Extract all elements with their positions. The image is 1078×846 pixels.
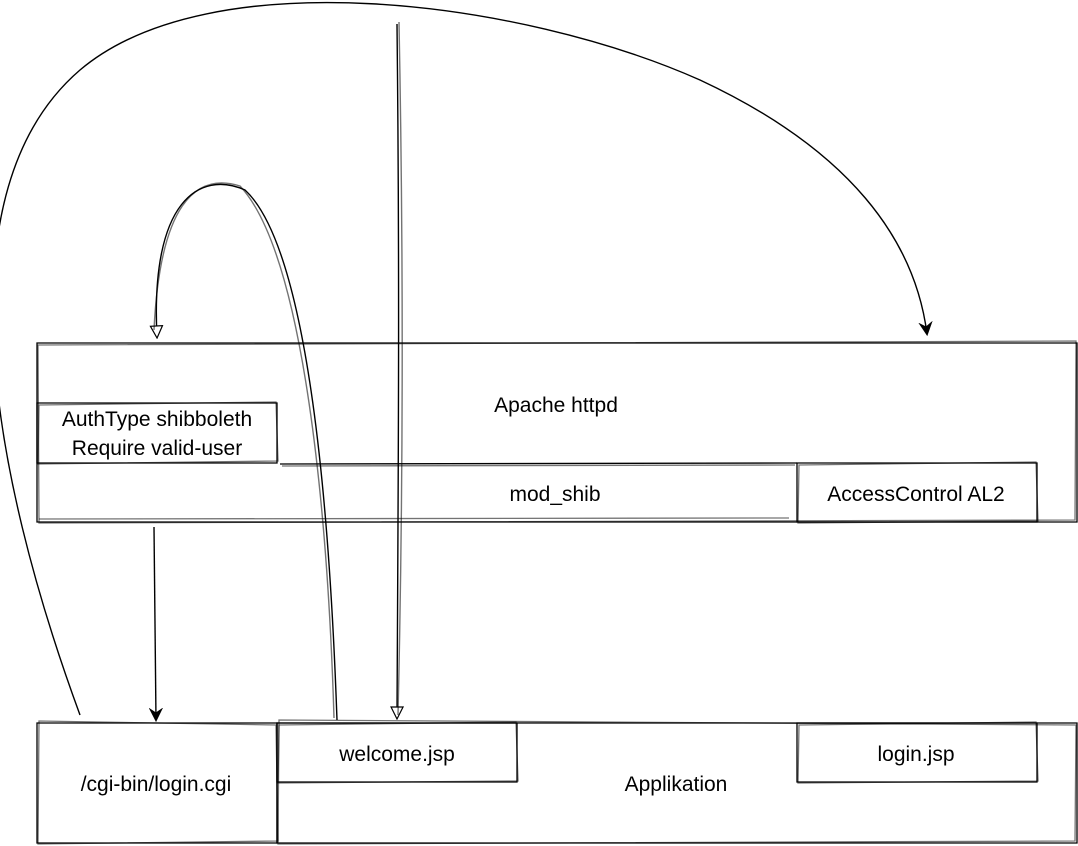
login-cgi-box: /cgi-bin/login.cgi	[36, 720, 279, 845]
access-control-label: AccessControl AL2	[827, 483, 1004, 506]
mod-shib-region: mod_shib	[38, 462, 798, 520]
applikation-label: Applikation	[625, 773, 728, 796]
apache-httpd-label: Apache httpd	[494, 394, 618, 417]
login-jsp-box: login.jsp	[796, 721, 1039, 784]
welcome-jsp-label: welcome.jsp	[338, 743, 455, 766]
authtype-line2: Require valid-user	[72, 437, 242, 460]
edge-welcome-to-authtype	[154, 182, 338, 721]
mod-shib-label: mod_shib	[509, 483, 600, 506]
login-jsp-label: login.jsp	[877, 743, 954, 766]
edge-top-to-welcome	[397, 21, 402, 718]
authtype-box: AuthType shibboleth Require valid-user	[36, 401, 279, 465]
welcome-jsp-box: welcome.jsp	[276, 721, 519, 784]
edge-login-cgi-to-apache	[0, 1, 927, 716]
access-control-box: AccessControl AL2	[796, 461, 1039, 524]
authtype-line1: AuthType shibboleth	[62, 408, 252, 431]
edge-authtype-to-login-cgi	[154, 526, 156, 720]
login-cgi-label: /cgi-bin/login.cgi	[81, 773, 232, 796]
